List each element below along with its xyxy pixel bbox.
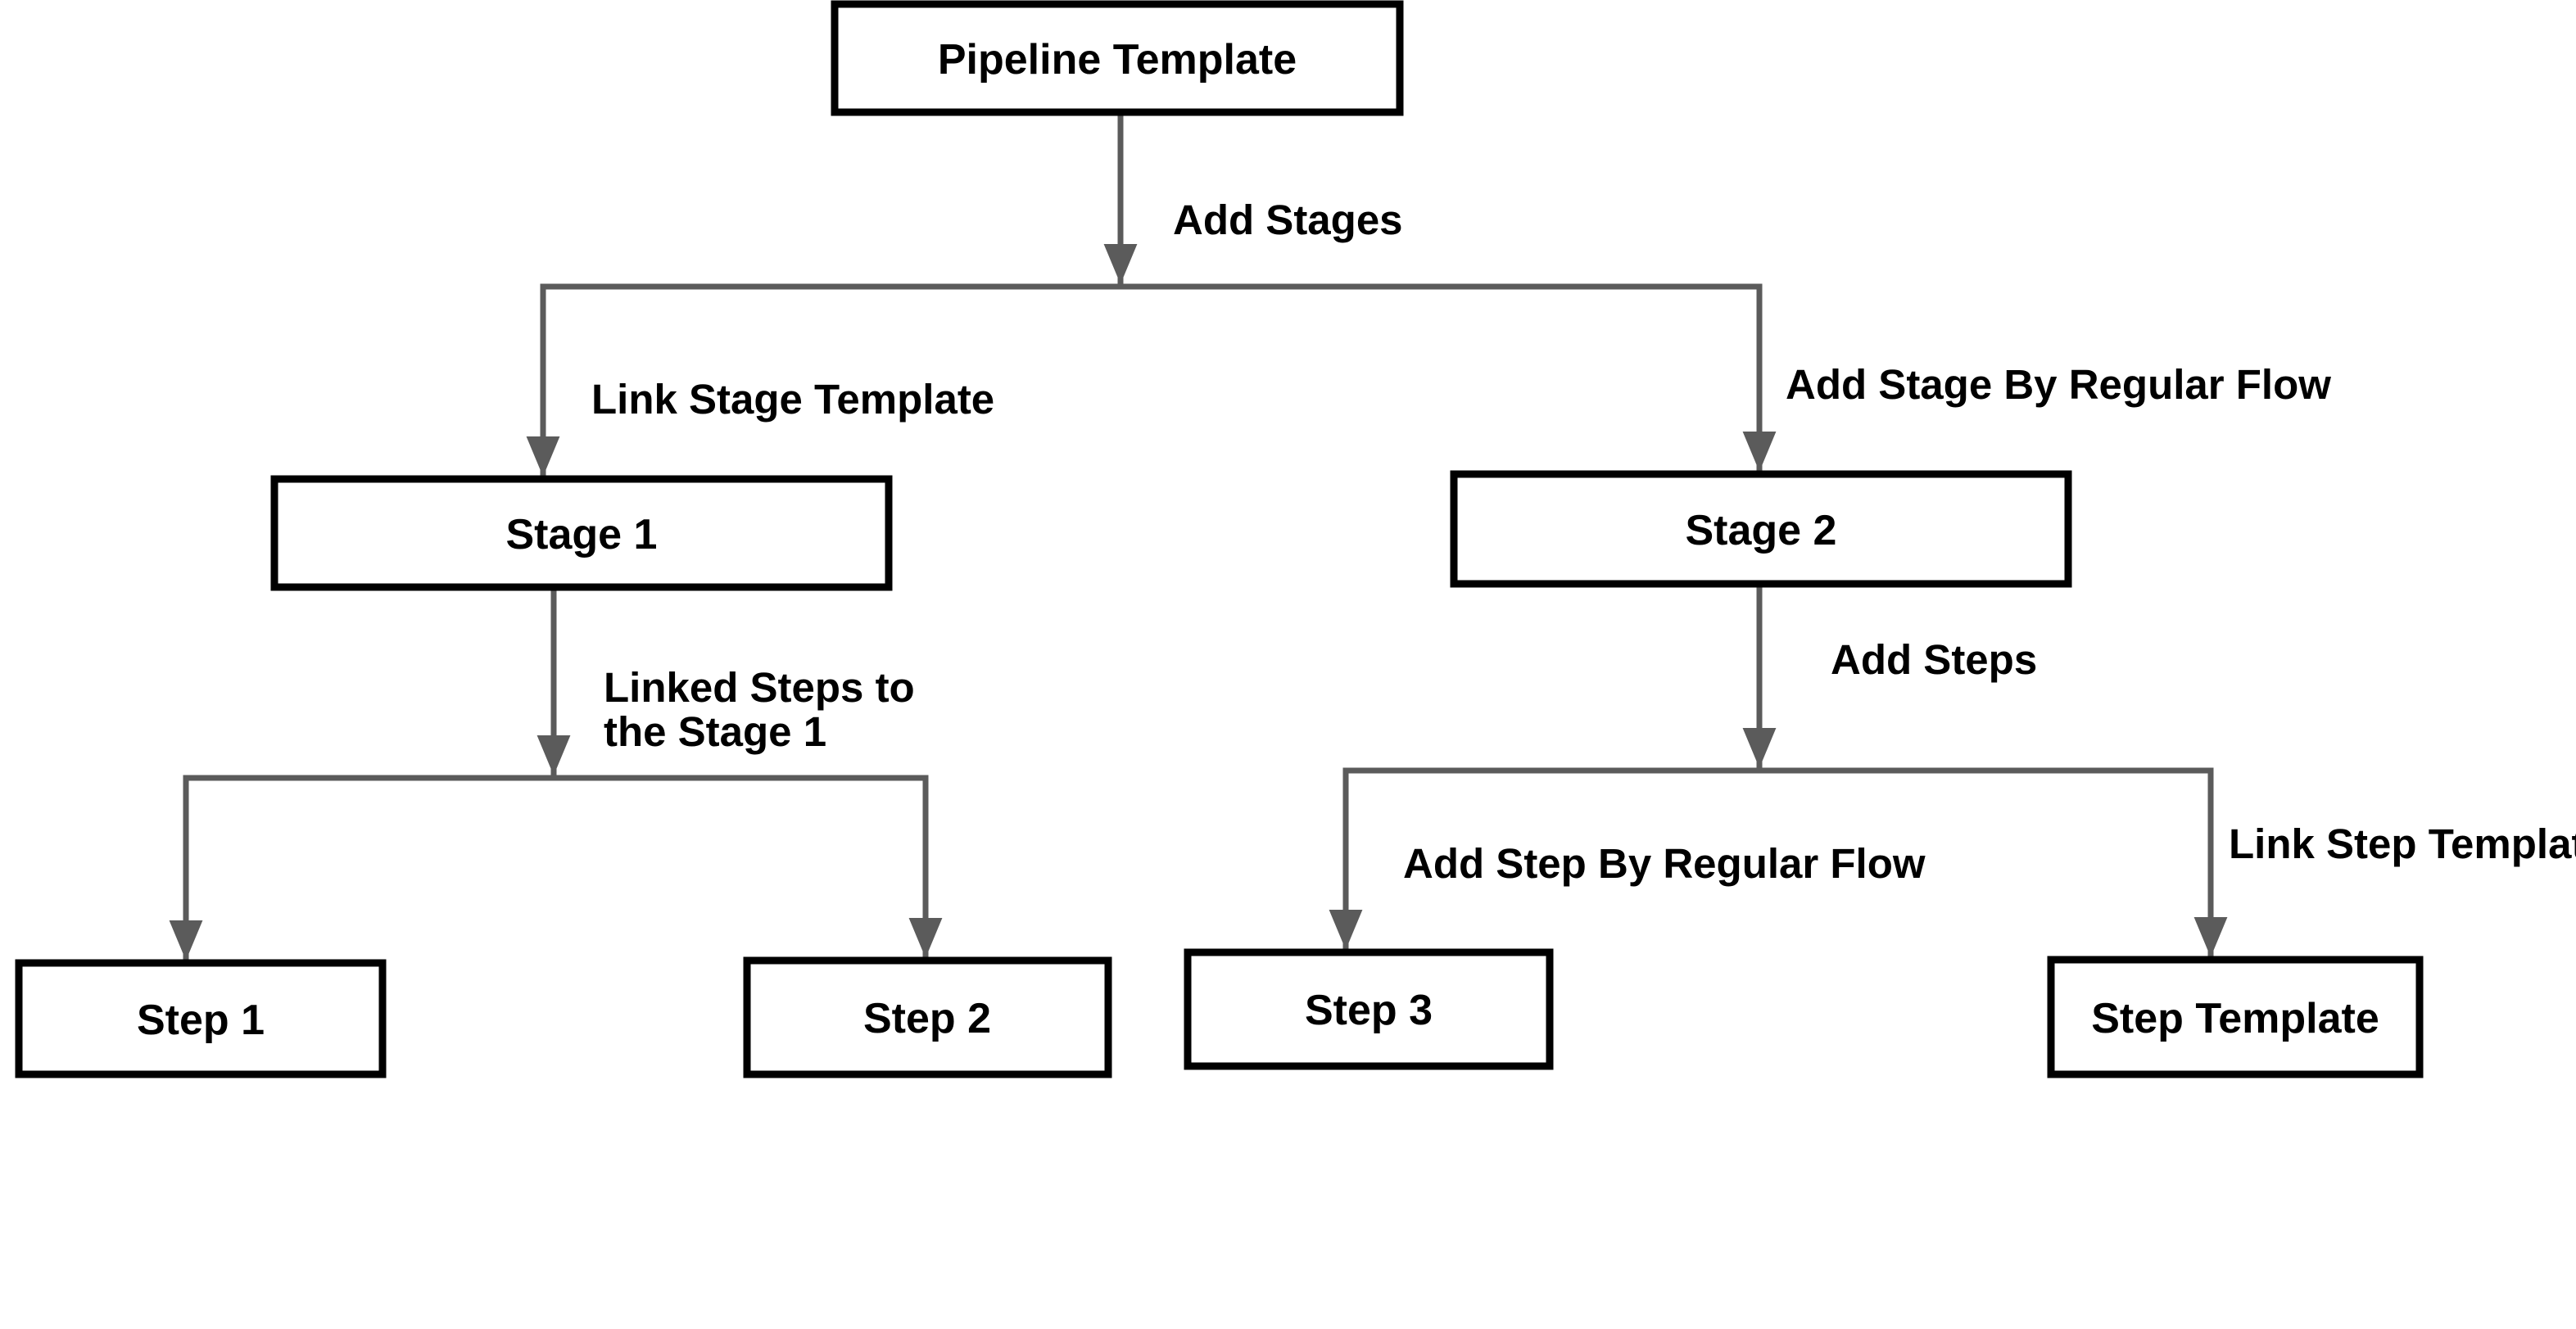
edges xyxy=(169,112,2228,961)
node-pipeline-template-label: Pipeline Template xyxy=(938,36,1297,84)
node-step-2-label: Step 2 xyxy=(863,995,991,1042)
node-step-1-label: Step 1 xyxy=(137,997,265,1044)
node-step-template-box xyxy=(2047,956,2424,1078)
edge-label-link-step-template: Link Step Template xyxy=(2229,820,2576,867)
edge-labels: Add Stages Link Stage Template Add Stage… xyxy=(591,197,2576,887)
node-stage-1: Stage 1 xyxy=(270,475,893,591)
edge-label-linked-steps-line1: Linked Steps to xyxy=(604,664,915,711)
node-pipeline-template: Pipeline Template xyxy=(831,0,1404,116)
node-pipeline-template-box xyxy=(831,0,1404,116)
node-step-2-box xyxy=(743,956,1112,1078)
edge-label-add-stages: Add Stages xyxy=(1173,197,1403,243)
node-stage-2: Stage 2 xyxy=(1450,470,2072,588)
node-step-template-label: Step Template xyxy=(2091,995,2379,1042)
edge-label-add-steps: Add Steps xyxy=(1831,636,2037,683)
node-step-3-box xyxy=(1184,948,1554,1070)
node-step-template: Step Template xyxy=(2047,956,2424,1078)
node-step-3: Step 3 xyxy=(1184,948,1554,1070)
node-stage-1-box xyxy=(270,475,893,591)
node-step-2: Step 2 xyxy=(743,956,1112,1078)
node-step-3-label: Step 3 xyxy=(1305,987,1433,1034)
edge-label-linked-steps-line2: the Stage 1 xyxy=(604,708,826,755)
node-stage-2-box xyxy=(1450,470,2072,588)
node-step-1: Step 1 xyxy=(15,959,387,1078)
edge-label-add-stage-by-regular-flow: Add Stage By Regular Flow xyxy=(1786,361,2331,408)
edge-label-link-stage-template: Link Stage Template xyxy=(591,376,994,423)
node-stage-2-label: Stage 2 xyxy=(1686,507,1837,554)
edge-label-add-step-by-regular-flow: Add Step By Regular Flow xyxy=(1403,840,1926,887)
node-stage-1-label: Stage 1 xyxy=(506,511,658,558)
node-step-1-box xyxy=(15,959,387,1078)
